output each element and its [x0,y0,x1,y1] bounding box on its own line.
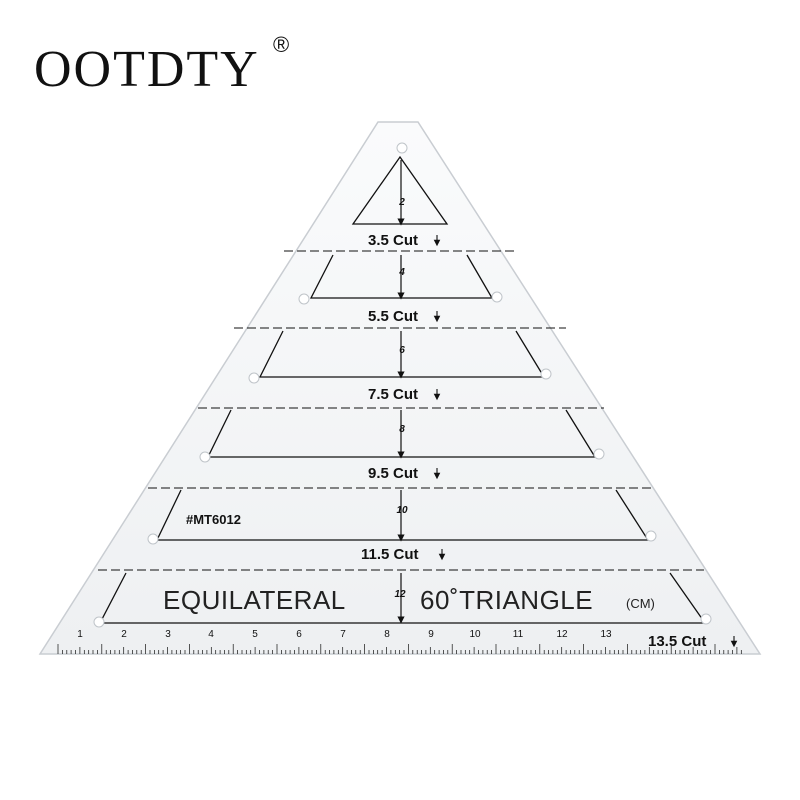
scale-number: 12 [556,629,568,640]
cut-label: 7.5 Cut [368,386,418,403]
scale-number: 3 [165,629,171,640]
scale-number: 13 [600,629,612,640]
section-height-label: 8 [399,424,405,435]
scale-number: 6 [296,629,302,640]
section-height-label: 12 [394,589,406,600]
guide-holes [93,142,712,628]
scale-number: 7 [340,629,346,640]
guide-hole [93,616,105,628]
guide-hole [396,142,408,154]
scale-number: 8 [384,629,390,640]
section-height-label: 10 [396,505,408,516]
brand-logo: OOTDTY [34,40,260,99]
cut-label: 3.5 Cut [368,232,418,249]
scale-ticks [57,644,742,654]
ruler-body [38,121,762,655]
guide-hole [147,533,159,545]
guide-hole [593,448,605,460]
cut-label: 11.5 Cut [361,546,419,563]
scale-numbers: 1 2 3 4 5 6 7 8 9 10 11 12 13 [77,629,612,640]
scale-number: 9 [428,629,434,640]
scale-number: 1 [77,629,83,640]
cut-labels: 3.5 Cut 5.5 Cut 7.5 Cut 9.5 Cut 11.5 Cut… [361,232,706,650]
scale-number: 10 [469,629,481,640]
cut-label: 9.5 Cut [368,465,418,482]
guide-hole [298,293,310,305]
guide-hole [540,368,552,380]
scale-number: 4 [208,629,214,640]
guide-hole [491,291,503,303]
model-number: #MT6012 [186,512,241,527]
guide-hole [645,530,657,542]
scale-number: 11 [513,629,524,640]
unit-label: (CM) [626,596,655,611]
scale-number: 5 [252,629,258,640]
guide-hole [248,372,260,384]
title-equilateral: EQUILATERAL [163,585,346,615]
cut-direction-arrows [433,235,738,648]
section-height-label: 2 [398,197,405,208]
registered-mark: ® [273,32,290,57]
title-60-triangle: 60˚TRIANGLE [420,585,593,615]
brand-name: OOTDTY [34,41,260,98]
scale-number: 2 [121,629,127,640]
cut-lines [98,250,704,571]
section-heights: 2 4 6 8 10 12 [394,197,408,600]
cut-label: 13.5 Cut [648,633,706,650]
guide-hole [199,451,211,463]
cut-label: 5.5 Cut [368,308,418,325]
section-height-label: 6 [399,345,405,356]
section-height-label: 4 [398,267,405,278]
guide-hole [700,613,712,625]
